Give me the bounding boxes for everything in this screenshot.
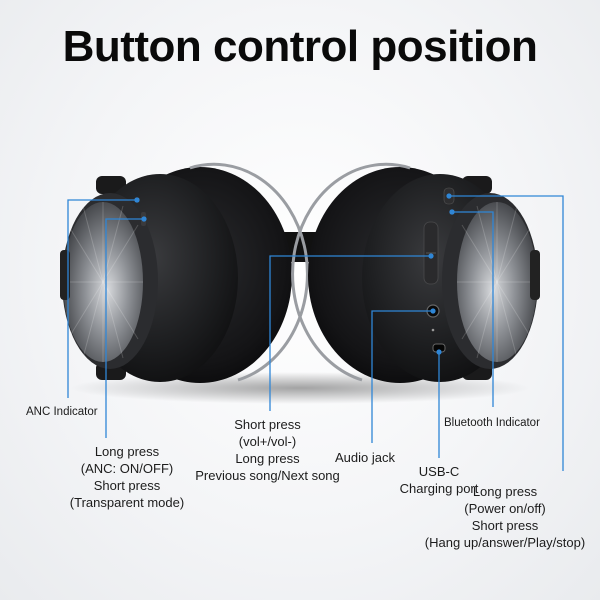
power-long-press-action: (Power on/off) <box>464 501 546 516</box>
anc-short-press: Short press <box>93 478 161 493</box>
left-earcup <box>60 162 309 383</box>
label-volume-button: Short press (vol+/vol-) Long press Previ… <box>185 416 350 484</box>
volume-short-press-action: (vol+/vol-) <box>238 434 297 449</box>
left-metal-cap <box>63 202 143 362</box>
label-usb-c: USB-C Charging port <box>389 463 489 497</box>
label-audio-jack: Audio jack <box>335 450 395 465</box>
right-earcup <box>291 162 540 383</box>
power-short-press-action: (Hang up/answer/Play/stop) <box>424 535 586 550</box>
callout-audio-jack <box>371 310 433 443</box>
page-title: Button control position <box>62 22 538 71</box>
volume-short-press: Short press <box>234 417 301 432</box>
power-long-press: Long press <box>472 484 538 499</box>
volume-long-press-action: Previous song/Next song <box>195 468 340 483</box>
anc-long-press-action: (ANC: ON/OFF) <box>80 461 174 476</box>
callout-bluetooth <box>452 211 494 407</box>
anc-short-press-action: (Transparent mode) <box>69 495 185 510</box>
usb-c-subtitle: Charging port <box>399 481 479 496</box>
right-metal-cap <box>457 202 537 362</box>
power-short-press: Short press <box>471 518 539 533</box>
callout-lines <box>67 195 564 471</box>
callout-volume <box>269 255 431 411</box>
usb-c-title: USB-C <box>418 464 460 479</box>
label-anc-indicator: ANC Indicator <box>26 406 98 418</box>
callout-power <box>449 195 564 471</box>
callout-anc-indicator <box>67 199 137 398</box>
label-anc-button: Long press (ANC: ON/OFF) Short press (Tr… <box>52 443 202 511</box>
label-bluetooth-indicator: Bluetooth Indicator <box>444 417 540 429</box>
anc-long-press: Long press <box>94 444 160 459</box>
label-power-button: Long press (Power on/off) Short press (H… <box>412 483 598 551</box>
callout-dots <box>134 193 455 355</box>
callout-anc-button <box>105 218 144 438</box>
volume-long-press: Long press <box>235 451 300 466</box>
